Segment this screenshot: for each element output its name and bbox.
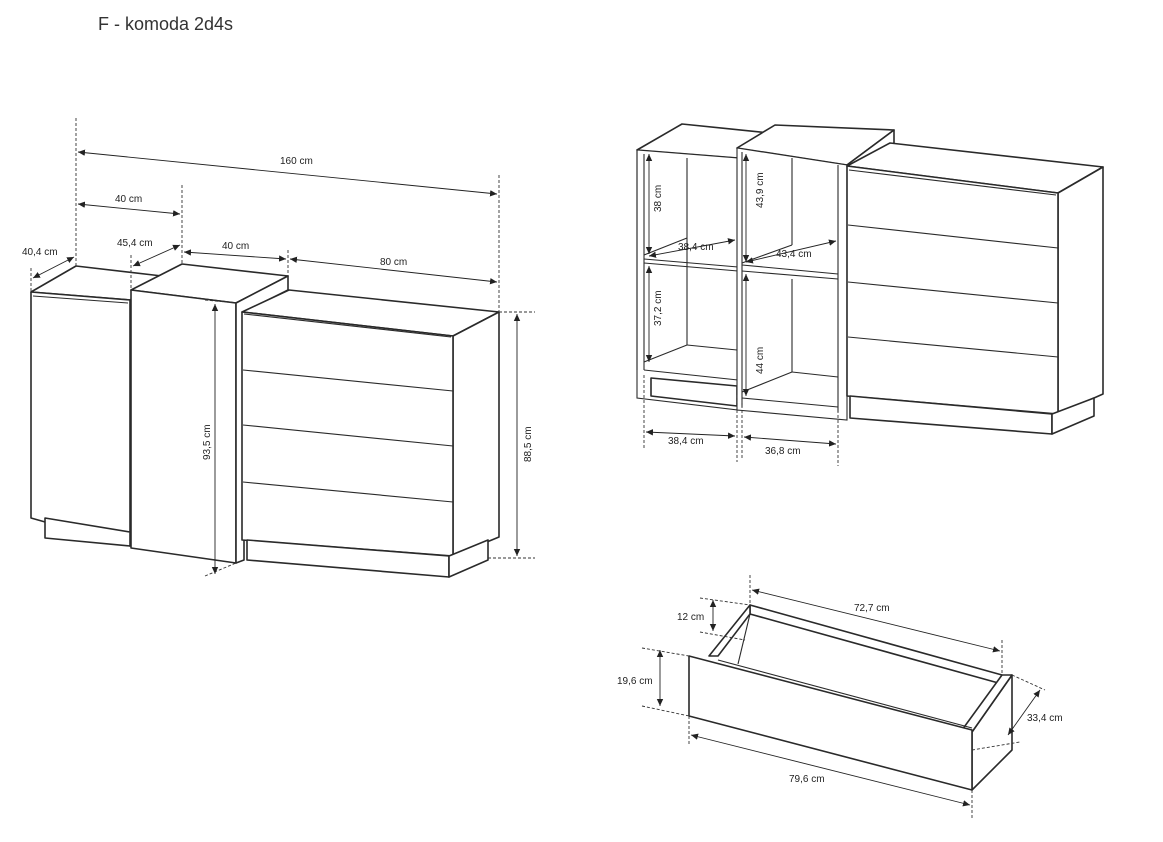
dim-line-chest-width bbox=[289, 256, 498, 285]
label-drawer-depth: 33,4 cm bbox=[1027, 713, 1063, 724]
label-chest-height: 88,5 cm bbox=[523, 426, 534, 462]
dim-line-shelf1-width bbox=[648, 238, 736, 258]
dim-line-shelf2-width bbox=[745, 239, 837, 264]
label-bottom-1: 38,4 cm bbox=[668, 436, 704, 447]
label-bottom-2: 36,8 cm bbox=[765, 446, 801, 457]
dim-line-drawer-inner-length bbox=[751, 588, 1001, 653]
label-tall-height: 93,5 cm bbox=[202, 424, 213, 460]
dim-line-cabinet2-width bbox=[183, 249, 287, 262]
chest-of-drawers bbox=[241, 289, 500, 578]
dim-line-drawer-front-width bbox=[690, 733, 971, 807]
label-chest-width: 80 cm bbox=[380, 257, 407, 268]
label-cabinet2-depth: 45,4 cm bbox=[117, 238, 153, 249]
dim-line-bottom-2 bbox=[743, 434, 837, 447]
label-cabinet2-width: 40 cm bbox=[222, 241, 249, 252]
label-shelf2-width: 43,4 cm bbox=[776, 249, 812, 260]
label-cabinet1-depth: 40,4 cm bbox=[22, 247, 58, 258]
dim-line-bottom-1 bbox=[645, 429, 736, 439]
dim-line-cabinet1-width bbox=[77, 201, 181, 217]
label-drawer-front-width: 79,6 cm bbox=[789, 774, 825, 785]
label-shelf2-bottom: 44 cm bbox=[755, 347, 766, 374]
label-shelf1-width: 38,4 cm bbox=[678, 242, 714, 253]
right-assembly: 38 cm 37,2 cm 38,4 cm 43,9 cm 44 cm 43,4… bbox=[636, 123, 1104, 466]
dim-line-cabinet2-depth bbox=[132, 244, 181, 267]
dim-line-drawer-depth bbox=[1007, 689, 1041, 736]
dim-line-cabinet1-depth bbox=[32, 256, 75, 279]
label-shelf1-top: 38 cm bbox=[653, 185, 664, 212]
label-drawer-inner-height: 12 cm bbox=[677, 612, 704, 623]
label-cabinet1-width: 40 cm bbox=[115, 194, 142, 205]
drawer-detail: 12 cm 72,7 cm 19,6 cm 33,4 cm 79,6 cm bbox=[617, 575, 1063, 818]
label-shelf2-top: 43,9 cm bbox=[755, 172, 766, 208]
chest-of-drawers-right bbox=[846, 142, 1104, 435]
label-shelf1-bottom: 37,2 cm bbox=[653, 290, 664, 326]
dim-line-total-width bbox=[77, 149, 498, 197]
label-total-width: 160 cm bbox=[280, 156, 313, 167]
label-drawer-front-height: 19,6 cm bbox=[617, 676, 653, 687]
shelf-unit-right bbox=[736, 124, 895, 421]
left-assembly: 160 cm 40 cm 40,4 cm 45,4 cm 40 cm 80 cm… bbox=[22, 118, 535, 578]
diagram-title: F - komoda 2d4s bbox=[98, 14, 234, 34]
label-drawer-inner-length: 72,7 cm bbox=[854, 603, 890, 614]
